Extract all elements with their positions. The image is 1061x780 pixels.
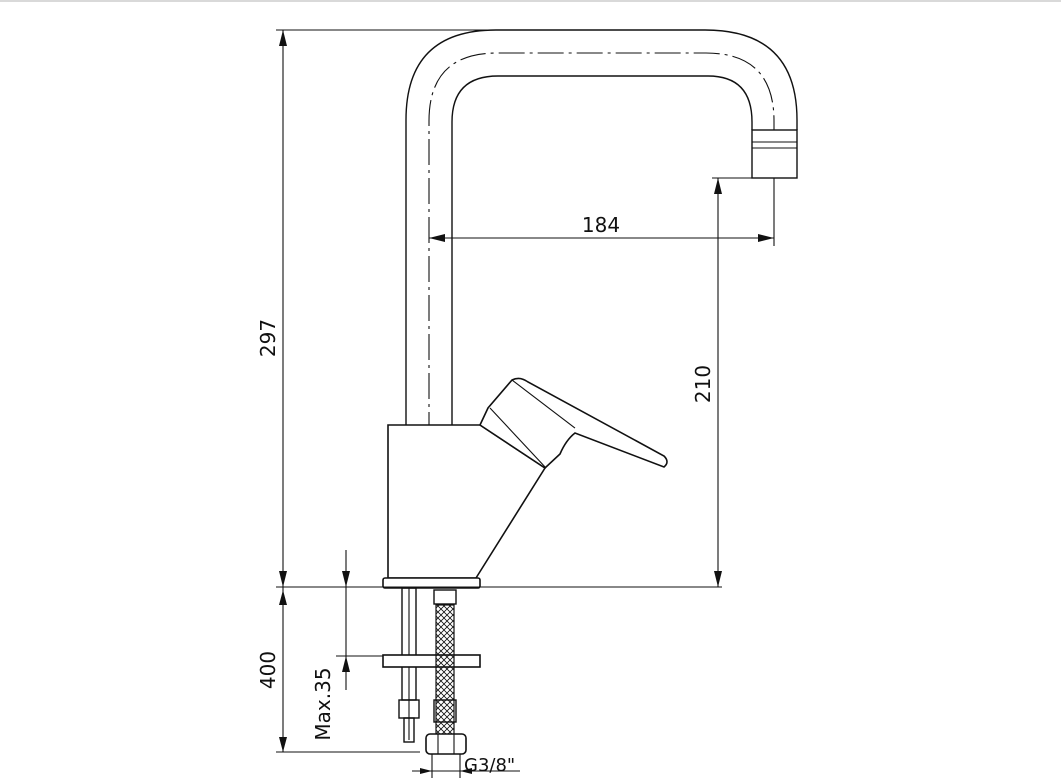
mixer-body — [387, 424, 547, 579]
aerator — [751, 129, 798, 179]
mounting-plate — [382, 654, 481, 668]
top-border — [0, 0, 1061, 2]
dim-height-total: 297 — [256, 319, 280, 357]
spout-inner-contour — [451, 75, 753, 425]
spout-outer-contour — [405, 29, 798, 425]
dim-connection-thread: G3/8" — [464, 755, 515, 776]
spout-centerline — [428, 52, 775, 438]
lever-handle — [478, 377, 668, 470]
hose-fitting-top — [433, 589, 457, 605]
dim-max-thickness: Max.35 — [311, 667, 335, 740]
dim-spout-reach: 184 — [582, 213, 620, 237]
lever-detail — [489, 407, 547, 469]
braided-hose — [435, 604, 455, 736]
dim-hose-length: 400 — [256, 651, 280, 689]
mounting-assembly — [382, 587, 481, 755]
base-ring — [382, 577, 481, 589]
dim-spout-height: 210 — [691, 365, 715, 403]
hose-nut — [425, 733, 467, 755]
hose-ferrule — [433, 699, 457, 723]
dimension-lines — [276, 29, 775, 778]
lever-inner-curve — [511, 379, 576, 429]
faucet-outline — [382, 29, 798, 589]
